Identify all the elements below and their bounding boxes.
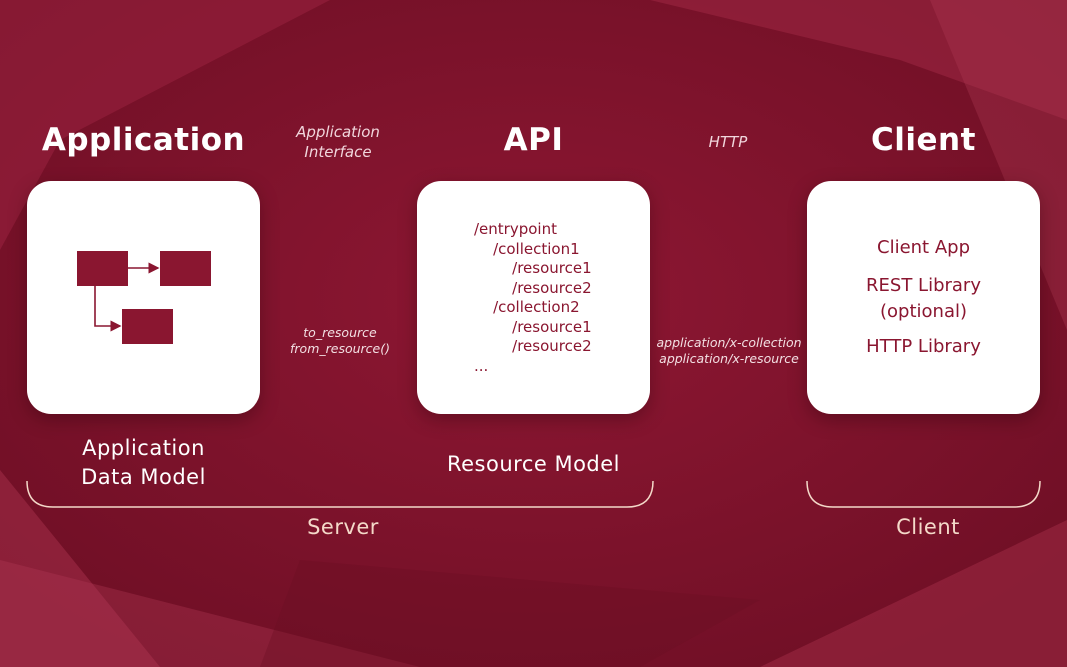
from-resource-label: from_resource() xyxy=(290,341,390,356)
method-labels: to_resource from_resource() xyxy=(270,325,410,357)
data-model-connectors xyxy=(94,262,160,332)
application-interface-line1: Application xyxy=(296,123,380,141)
tree-entrypoint: /entrypoint xyxy=(474,220,557,238)
tree-collection1: /collection1 xyxy=(474,239,580,258)
server-brace xyxy=(26,480,654,508)
http-label: HTTP xyxy=(708,133,748,151)
resource-media-type: application/x-resource xyxy=(659,351,799,366)
client-group-label: Client xyxy=(896,515,960,539)
api-card: /entrypoint /collection1 /resource1 /res… xyxy=(417,181,650,414)
api-title: API xyxy=(503,122,564,158)
collection-media-type: application/x-collection xyxy=(656,335,802,350)
data-model-box-3 xyxy=(122,309,173,344)
resource-tree: /entrypoint /collection1 /resource1 /res… xyxy=(474,220,592,376)
data-model-box-2 xyxy=(160,251,211,286)
to-resource-label: to_resource xyxy=(303,325,377,340)
rest-library-optional: (optional) xyxy=(880,301,967,322)
client-card: Client App REST Library (optional) HTTP … xyxy=(807,181,1040,414)
application-data-model-caption: Application Data Model xyxy=(27,434,260,492)
server-group-label: Server xyxy=(307,515,379,539)
tree-collection1-resource2: /resource2 xyxy=(474,278,592,297)
resource-model-caption: Resource Model xyxy=(446,452,621,476)
application-interface-line2: Interface xyxy=(304,143,372,161)
http-library: HTTP Library xyxy=(866,336,981,357)
rest-library: REST Library xyxy=(866,275,981,296)
client-title: Client xyxy=(871,122,976,158)
application-caption-line2: Data Model xyxy=(81,465,206,489)
tree-collection2: /collection2 xyxy=(474,298,580,316)
application-card xyxy=(27,181,260,414)
tree-collection1-resource1: /resource1 xyxy=(474,259,592,277)
tree-ellipsis: ... xyxy=(474,356,489,375)
client-brace xyxy=(806,480,1041,508)
tree-collection2-resource1: /resource1 xyxy=(474,317,592,336)
media-type-labels: application/x-collection application/x-r… xyxy=(648,335,810,367)
application-interface-label: Application Interface xyxy=(268,122,408,162)
client-app: Client App xyxy=(877,237,970,258)
tree-collection2-resource2: /resource2 xyxy=(474,337,592,355)
relation-arrow-2 xyxy=(94,286,122,332)
data-model-box-1 xyxy=(77,251,128,286)
application-caption-line1: Application xyxy=(82,436,205,460)
application-title: Application xyxy=(41,122,246,158)
